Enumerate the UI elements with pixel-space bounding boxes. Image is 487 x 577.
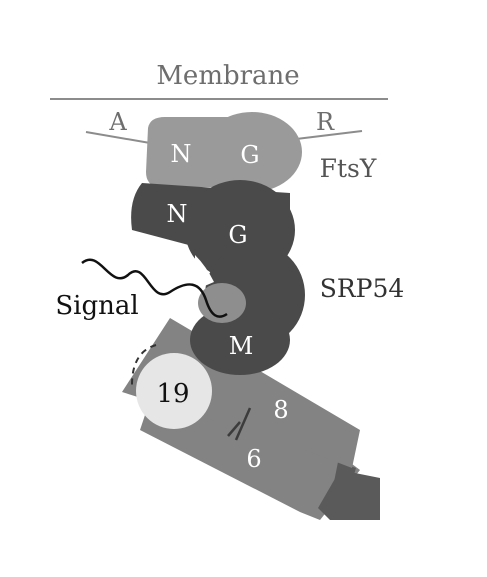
- helix-19-circle: [136, 353, 212, 429]
- m-domain-pocket: [198, 283, 246, 323]
- helix-19-label: 19: [156, 379, 189, 409]
- ftsy-protein: [146, 112, 302, 192]
- membrane-label: Membrane: [156, 61, 299, 91]
- a-label: A: [108, 108, 127, 136]
- rna-base-block: [318, 470, 380, 520]
- ftsy-label: FtsY: [320, 154, 377, 183]
- helix-kink-mark: [227, 407, 252, 441]
- signal-sequence-curve: [81, 258, 228, 318]
- ftsy-g-label: G: [240, 141, 259, 169]
- dashed-link-arc: [131, 344, 157, 386]
- srp54-label: SRP54: [320, 274, 405, 303]
- helix-6-label: 6: [246, 445, 261, 473]
- r-label: R: [316, 108, 335, 136]
- ftsy-n-label: N: [171, 140, 192, 168]
- rna-base-linker: [334, 462, 356, 488]
- m-domain-label: M: [229, 332, 254, 360]
- signal-label: Signal: [55, 291, 138, 321]
- helix-8-label: 8: [273, 396, 288, 424]
- srp54-n-label: N: [167, 200, 188, 228]
- srp54-g-label: G: [228, 221, 247, 249]
- a-anchor-line: [85, 131, 151, 144]
- r-anchor-line: [287, 130, 363, 141]
